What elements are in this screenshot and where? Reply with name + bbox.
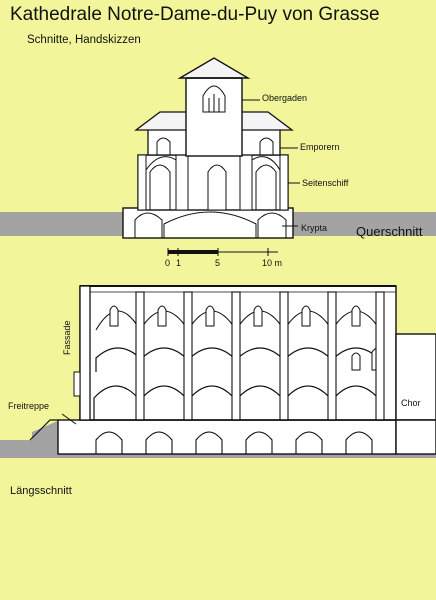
cross-section: Obergaden Emporern Seitenschiff Krypta Q… [0, 57, 436, 239]
scale-5: 5 [215, 258, 220, 268]
label-freitreppe: Freitreppe [8, 401, 49, 411]
label-krypta: Krypta [301, 223, 327, 233]
scale-10: 10 m [262, 258, 282, 268]
long-crypt [57, 419, 397, 455]
label-emporen: Emporern [300, 142, 340, 152]
label-querschnitt: Querschnitt [356, 224, 423, 239]
scale-1: 1 [176, 258, 181, 268]
label-laengsschnitt: Längsschnitt [10, 485, 72, 497]
choir [395, 333, 436, 421]
label-seitenschiff: Seitenschiff [302, 178, 349, 188]
page-subtitle: Schnitte, Handskizzen [27, 34, 141, 46]
label-obergaden: Obergaden [262, 93, 307, 103]
label-chor: Chor [401, 398, 421, 408]
scale-bar: 0 1 5 10 m [165, 248, 282, 268]
scale-0: 0 [165, 258, 170, 268]
longitudinal-section: Fassade Freitreppe Chor Längsschnitt [0, 285, 436, 497]
page-title: Kathedrale Notre-Dame-du-Puy von Grasse [10, 4, 380, 25]
label-fassade: Fassade [62, 320, 72, 355]
